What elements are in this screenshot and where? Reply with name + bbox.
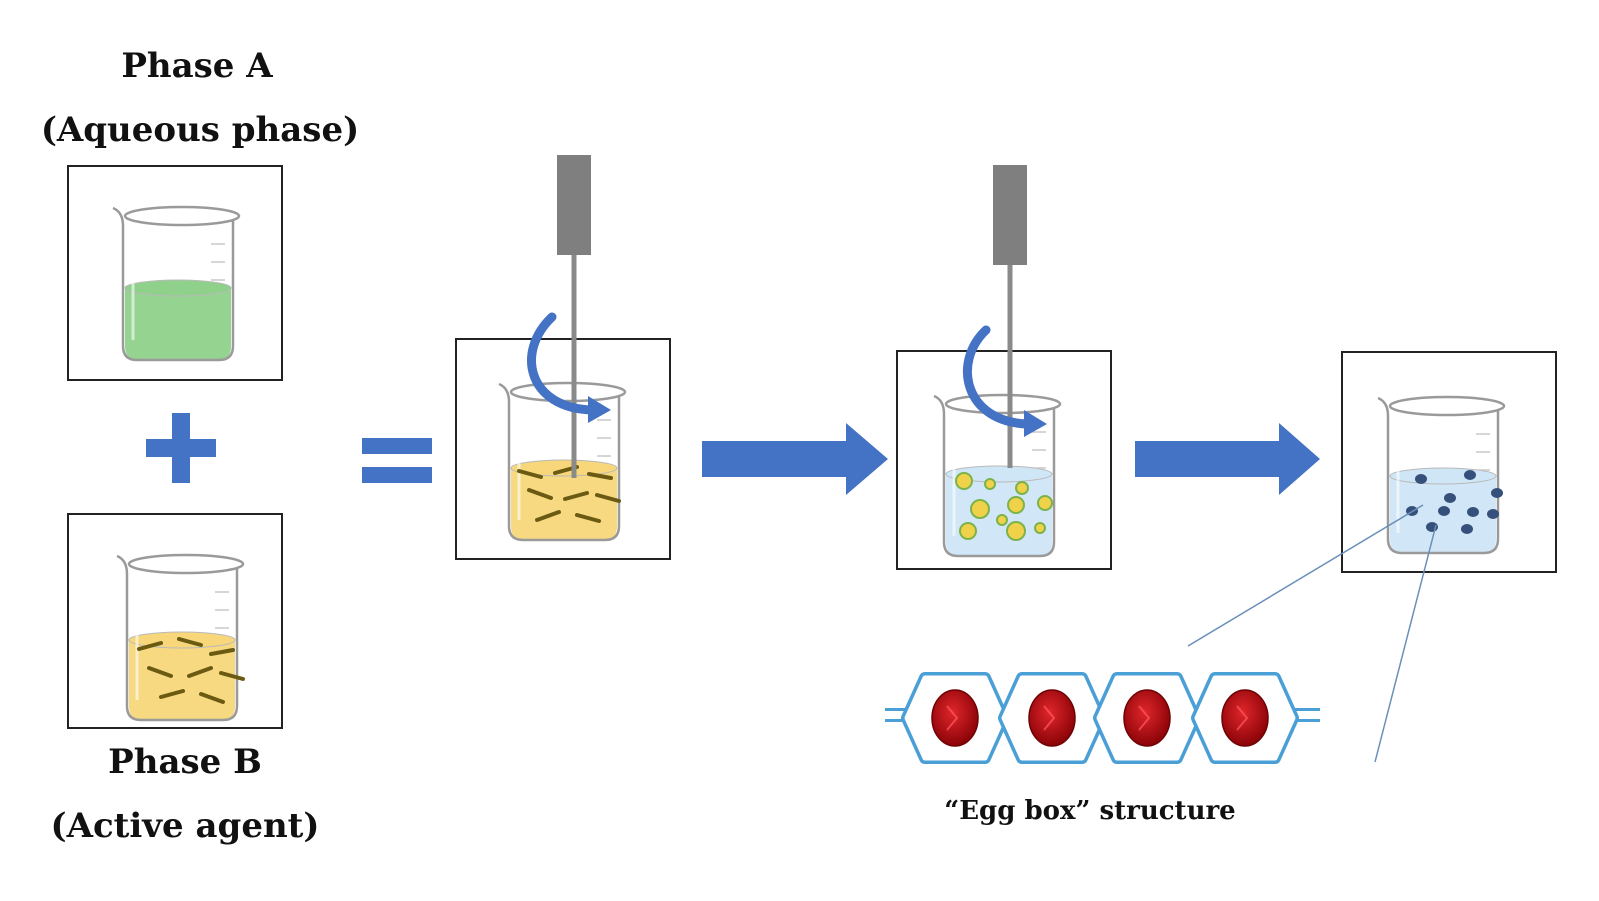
beaker-emulsion [498,381,627,542]
equals-icon [362,438,432,483]
pointer-line [1374,524,1437,763]
emulsion-panel [455,338,671,560]
egg-box-caption: “Egg box” structure [944,796,1236,826]
egg-box-chain [885,672,1320,764]
phase-a-title: Phase A [121,46,273,86]
mixer-icon [527,155,611,478]
phase-a-subtitle: (Aqueous phase) [40,110,360,150]
phase-b-title: Phase B [108,742,262,782]
beaker-droplets [933,393,1062,558]
arrow-right-icon [1135,423,1320,495]
beaker-aqueous [112,205,241,362]
pointer-line [1187,504,1424,647]
mixer-icon [962,165,1047,468]
plus-icon [146,413,216,483]
beaker-active-agent [116,553,245,722]
phase-b-subtitle: (Active agent) [50,806,320,846]
arrow-right-icon [702,423,888,495]
beaker-beads [1377,395,1506,555]
